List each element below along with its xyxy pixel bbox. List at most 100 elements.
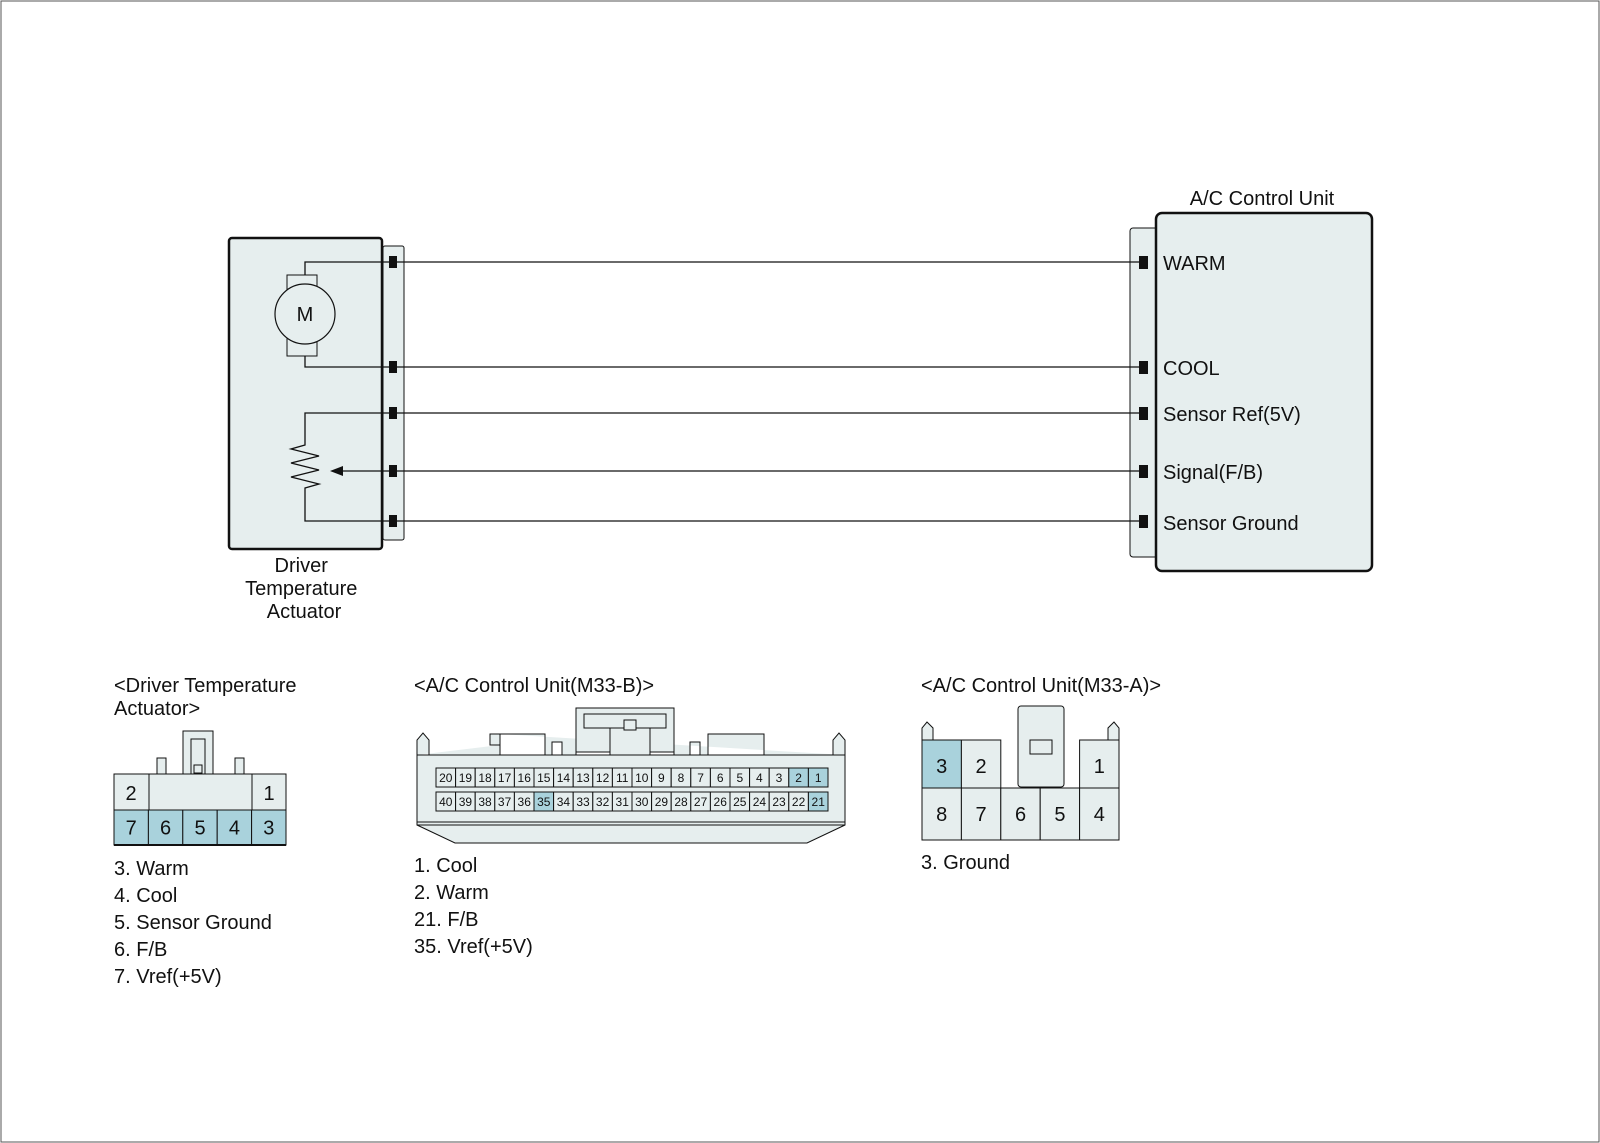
pin-cell	[921, 739, 962, 793]
m33a-connector-legend: 3. Ground	[921, 852, 1010, 874]
pin-label: 25	[733, 795, 747, 809]
pin-label: 19	[459, 771, 473, 785]
connector-latch	[182, 730, 214, 777]
control-unit-pin	[1139, 256, 1148, 269]
actuator-connector-legend: 3. Warm 4. Cool 5. Sensor Ground 6. F/B …	[114, 858, 277, 988]
pin-label: 13	[576, 771, 590, 785]
actuator-pin	[389, 465, 397, 477]
pin-label: 3	[936, 756, 947, 778]
pin-cell	[251, 809, 287, 846]
pin-label: 8	[936, 804, 947, 826]
actuator-pin	[389, 515, 397, 527]
actuator-connector-strip	[382, 245, 405, 541]
actuator-connector-title: <Driver Temperature Actuator>	[114, 675, 302, 720]
pin-label: 15	[537, 771, 551, 785]
pin-cell	[113, 809, 149, 846]
pin-label: 10	[635, 771, 649, 785]
pin-label: 5	[736, 771, 743, 785]
pin-label: 32	[596, 795, 610, 809]
pin-label: 2	[795, 771, 802, 785]
pin-label: 7	[976, 804, 987, 826]
pin-label: 1	[263, 783, 274, 805]
pin-label: 4	[1094, 804, 1105, 826]
pin-label: 11	[616, 771, 629, 785]
pin-label: 33	[576, 795, 590, 809]
m33b-connector-legend: 1. Cool 2. Warm 21. F/B 35. Vref(+5V)	[414, 855, 533, 958]
actuator-pin	[389, 407, 397, 419]
pin-label: 26	[714, 795, 728, 809]
pin-label: 7	[697, 771, 704, 785]
ac-control-unit: A/C Control Unit	[1129, 188, 1374, 573]
pin-cell	[921, 787, 962, 841]
control-unit-terminal-labels: WARM COOL Sensor Ref(5V) Signal(F/B) Sen…	[1163, 253, 1301, 535]
pin-label: 40	[439, 795, 453, 809]
pin-label: 5	[1054, 804, 1065, 826]
m33b-connector-view: <A/C Control Unit(M33-B)> 20 19 18 17 16 15 14…	[414, 675, 846, 958]
pin-label: 35	[537, 795, 551, 809]
pin-label: 36	[518, 795, 532, 809]
control-unit-pin	[1139, 407, 1148, 420]
pin-label: 18	[478, 771, 492, 785]
pin-cell	[216, 809, 253, 846]
pin-label: 6	[1015, 804, 1026, 826]
pin-label: 29	[655, 795, 669, 809]
actuator-pin	[389, 361, 397, 373]
terminal-label-sensor-ref: Sensor Ref(5V)	[1163, 404, 1301, 426]
pin-label: 27	[694, 795, 708, 809]
m33a-connector-title: <A/C Control Unit(M33-A)>	[921, 675, 1161, 697]
pin-label: 21	[812, 795, 826, 809]
control-unit-pin	[1139, 515, 1148, 528]
pin-label: 2	[125, 783, 136, 805]
pin-cell	[960, 787, 1002, 841]
actuator-connector-pins: 7 6 5 4 3	[113, 809, 287, 846]
pin-label: 4	[229, 818, 240, 840]
pin-label: 9	[658, 771, 665, 785]
pin-label: 12	[596, 771, 610, 785]
control-unit-pin	[1139, 361, 1148, 374]
actuator-pin	[389, 256, 397, 268]
pin-label: 17	[498, 771, 512, 785]
pin-label: 20	[439, 771, 453, 785]
potentiometer-icon	[288, 412, 394, 522]
pin-cell	[960, 739, 1002, 793]
pin-cell	[807, 767, 829, 788]
motor-icon: M	[274, 261, 394, 368]
pin-label: 30	[635, 795, 649, 809]
pin-label: 6	[717, 771, 724, 785]
pin-label: 38	[478, 795, 492, 809]
pin-label: 39	[459, 795, 473, 809]
pin-label: 34	[557, 795, 571, 809]
pin-label: 37	[498, 795, 512, 809]
pin-label: 28	[674, 795, 688, 809]
control-unit-body	[1154, 211, 1374, 573]
pin-label: 3	[776, 771, 783, 785]
wires	[394, 261, 1143, 522]
pin-label: 3	[263, 818, 274, 840]
m33b-connector-body	[416, 754, 846, 823]
actuator-title: Driver Temperature Actuator	[245, 555, 363, 623]
pin-label: 16	[518, 771, 532, 785]
pin-label: 2	[976, 756, 987, 778]
pin-label: 7	[126, 818, 137, 840]
control-unit-pins	[1139, 256, 1148, 528]
pin-label: 5	[194, 818, 205, 840]
control-unit-pin	[1139, 465, 1148, 478]
m33b-connector-title: <A/C Control Unit(M33-B)>	[414, 675, 654, 697]
pin-cell	[1039, 787, 1081, 841]
terminal-label-warm: WARM	[1163, 253, 1226, 275]
terminal-label-signal: Signal(F/B)	[1163, 462, 1263, 484]
actuator-pins	[389, 256, 397, 527]
pin-label: 8	[678, 771, 685, 785]
pin-cell	[1079, 787, 1120, 841]
terminal-label-cool: COOL	[1163, 358, 1220, 380]
pin-label: 31	[616, 795, 630, 809]
pin-label: 14	[557, 771, 571, 785]
pin-label: 22	[792, 795, 806, 809]
terminal-label-sensor-ground: Sensor Ground	[1163, 513, 1299, 535]
pin-cell	[807, 791, 829, 812]
pin-label: 6	[160, 818, 171, 840]
